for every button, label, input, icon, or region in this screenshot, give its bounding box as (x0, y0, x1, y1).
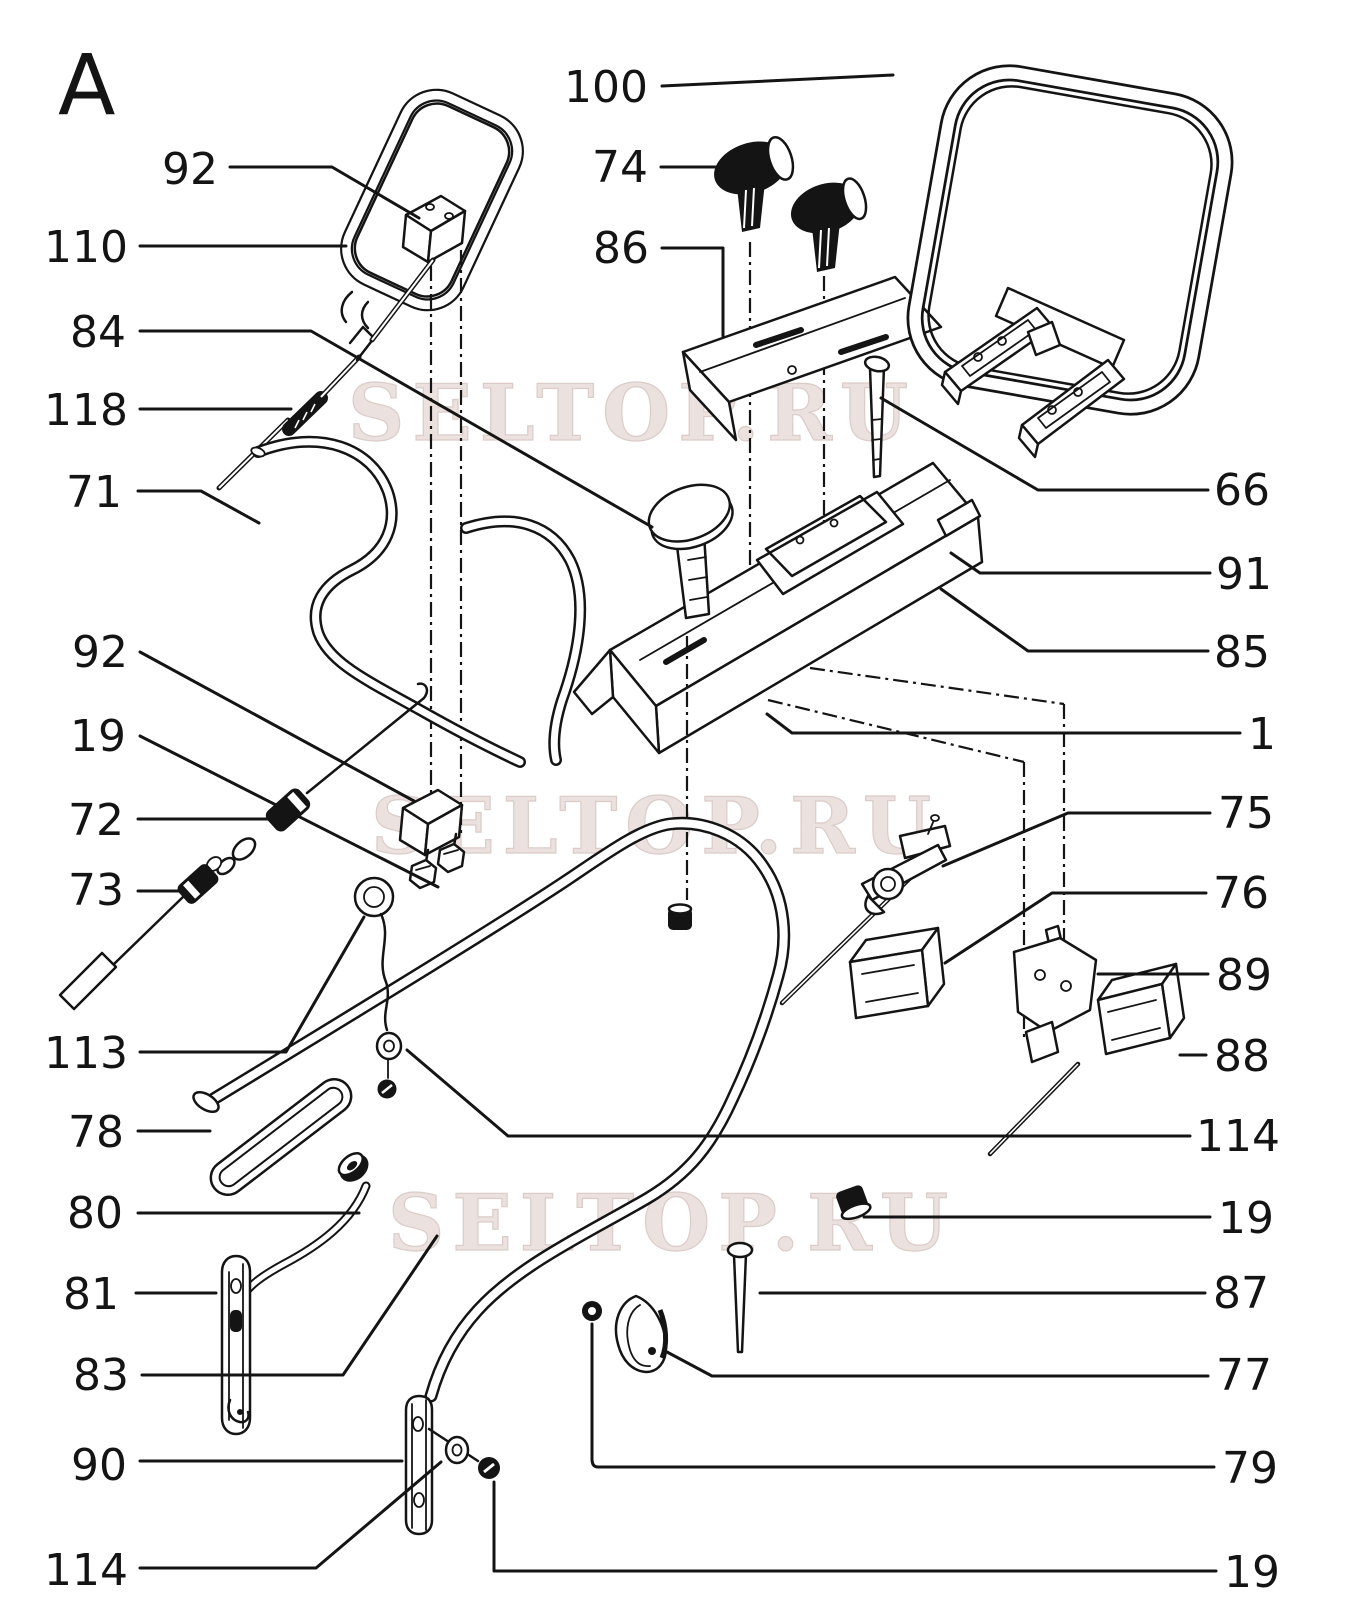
leader-line-71-4 (136, 489, 261, 525)
leader-line-19-32 (492, 1480, 1218, 1573)
callout-92-0: 92 (162, 144, 218, 195)
leader-line-79-31 (590, 1322, 1216, 1469)
part-strap-81 (220, 1254, 252, 1436)
callout-83-13: 83 (73, 1350, 129, 1401)
leader-line-83-13 (140, 1234, 439, 1377)
leader-line-92-0 (228, 165, 421, 220)
callout-114-27: 114 (1196, 1111, 1280, 1162)
leader-line-92-5 (138, 650, 416, 803)
leader-line-77-30 (665, 1350, 1210, 1378)
callout-1-22: 1 (1248, 709, 1276, 760)
callout-87-29: 87 (1213, 1268, 1269, 1319)
callout-114-15: 114 (44, 1545, 128, 1596)
leader-line-1-22 (765, 712, 1242, 735)
callout-90-14: 90 (71, 1440, 127, 1491)
part-bolts-19-left (408, 832, 466, 890)
part-arm-tube-lower-left (237, 1181, 371, 1303)
part-nut-19-bottom (478, 1457, 500, 1479)
watermark-text-1: SELTOP.RU (348, 368, 916, 459)
hook-83-detail (237, 1409, 243, 1415)
callout-75-23: 75 (1218, 788, 1274, 839)
callout-76-24: 76 (1213, 868, 1269, 919)
part-lower-handle-71 (250, 435, 587, 768)
callout-118-3: 118 (44, 385, 128, 436)
part-upper-handle-loop-100 (906, 64, 1234, 416)
callout-86-18: 86 (593, 223, 649, 274)
part-washer-114-right (375, 1031, 403, 1061)
part-bracket-89 (987, 924, 1098, 1157)
leader-line-91-20 (949, 551, 1212, 575)
part-knob-80 (337, 1152, 369, 1182)
part-throttle-rod-spring-118 (216, 257, 436, 491)
leader-line-layer (134, 73, 1242, 1573)
axis-clamp-bolts (429, 250, 463, 852)
callout-110-1: 110 (44, 222, 128, 273)
callout-78-10: 78 (68, 1107, 124, 1158)
leader-line-66-19 (879, 396, 1210, 492)
callout-71-4: 71 (66, 467, 122, 518)
callout-89-25: 89 (1216, 950, 1272, 1001)
callout-73-8: 73 (68, 865, 124, 916)
callout-81-12: 81 (63, 1269, 119, 1320)
part-clip-76 (848, 926, 946, 1020)
callout-19-6: 19 (70, 711, 126, 762)
part-plate-86 (681, 275, 943, 442)
part-washer-114-bottom (444, 1435, 470, 1465)
callout-74-17: 74 (592, 142, 648, 193)
part-bracket-77 (614, 1294, 669, 1374)
part-bolt-84 (647, 483, 734, 620)
callout-84-2: 84 (70, 307, 126, 358)
part-washer-79 (582, 1301, 602, 1321)
callout-79-31: 79 (1222, 1443, 1278, 1494)
callout-100-16: 100 (564, 62, 648, 113)
callout-80-11: 80 (67, 1188, 123, 1239)
leader-line-86-18 (660, 246, 725, 338)
part-upper-handle-loop-110 (340, 88, 524, 330)
part-handle-mount-brackets (940, 286, 1126, 459)
leader-line-19-6 (138, 734, 440, 889)
part-nut-19-right (836, 1185, 872, 1221)
part-eyelet-113 (353, 876, 395, 1032)
callout-91-20: 91 (1216, 549, 1272, 600)
leader-line-76-24 (943, 891, 1208, 965)
part-clamp-92-upper (401, 194, 467, 264)
part-clamp-92-lower (398, 788, 464, 857)
leader-line-75-23 (941, 811, 1212, 868)
leader-line-114-15 (138, 1460, 443, 1570)
callout-113-9: 113 (44, 1028, 128, 1079)
watermark-text-3: SELTOP.RU (388, 1178, 956, 1269)
callout-92-5: 92 (72, 627, 128, 678)
leader-line-114-27 (405, 1048, 1192, 1138)
callout-66-19: 66 (1214, 465, 1270, 516)
leader-line-84-2 (138, 329, 654, 529)
part-knobs-74 (714, 135, 868, 272)
part-clip-88 (1096, 962, 1186, 1056)
part-main-handlebar-tube (192, 816, 791, 1403)
callout-19-32: 19 (1224, 1547, 1280, 1598)
part-latch-75 (779, 814, 952, 1006)
callout-88-26: 88 (1214, 1031, 1270, 1082)
part-bolt-66 (863, 355, 891, 479)
part-pin-87 (726, 1241, 754, 1354)
callout-77-30: 77 (1216, 1350, 1272, 1401)
part-nut-under-eyelet (377, 1058, 397, 1099)
callout-85-21: 85 (1214, 627, 1270, 678)
part-arm-78 (209, 1077, 353, 1197)
leader-line-113-9 (138, 915, 366, 1054)
part-strap-90 (404, 1394, 480, 1536)
callout-label-layer: 92 110 84 118 71 92 19 72 73 113 78 80 81 83 90 114 100 7… (44, 36, 1280, 1598)
part-console-tray-1 (572, 461, 984, 755)
section-label: A (58, 36, 115, 134)
leader-line-85-21 (939, 587, 1210, 653)
part-flange-nut-84 (667, 903, 693, 930)
leader-line-100-16 (660, 73, 895, 88)
callout-72-7: 72 (68, 795, 124, 846)
callout-19-28: 19 (1218, 1193, 1274, 1244)
